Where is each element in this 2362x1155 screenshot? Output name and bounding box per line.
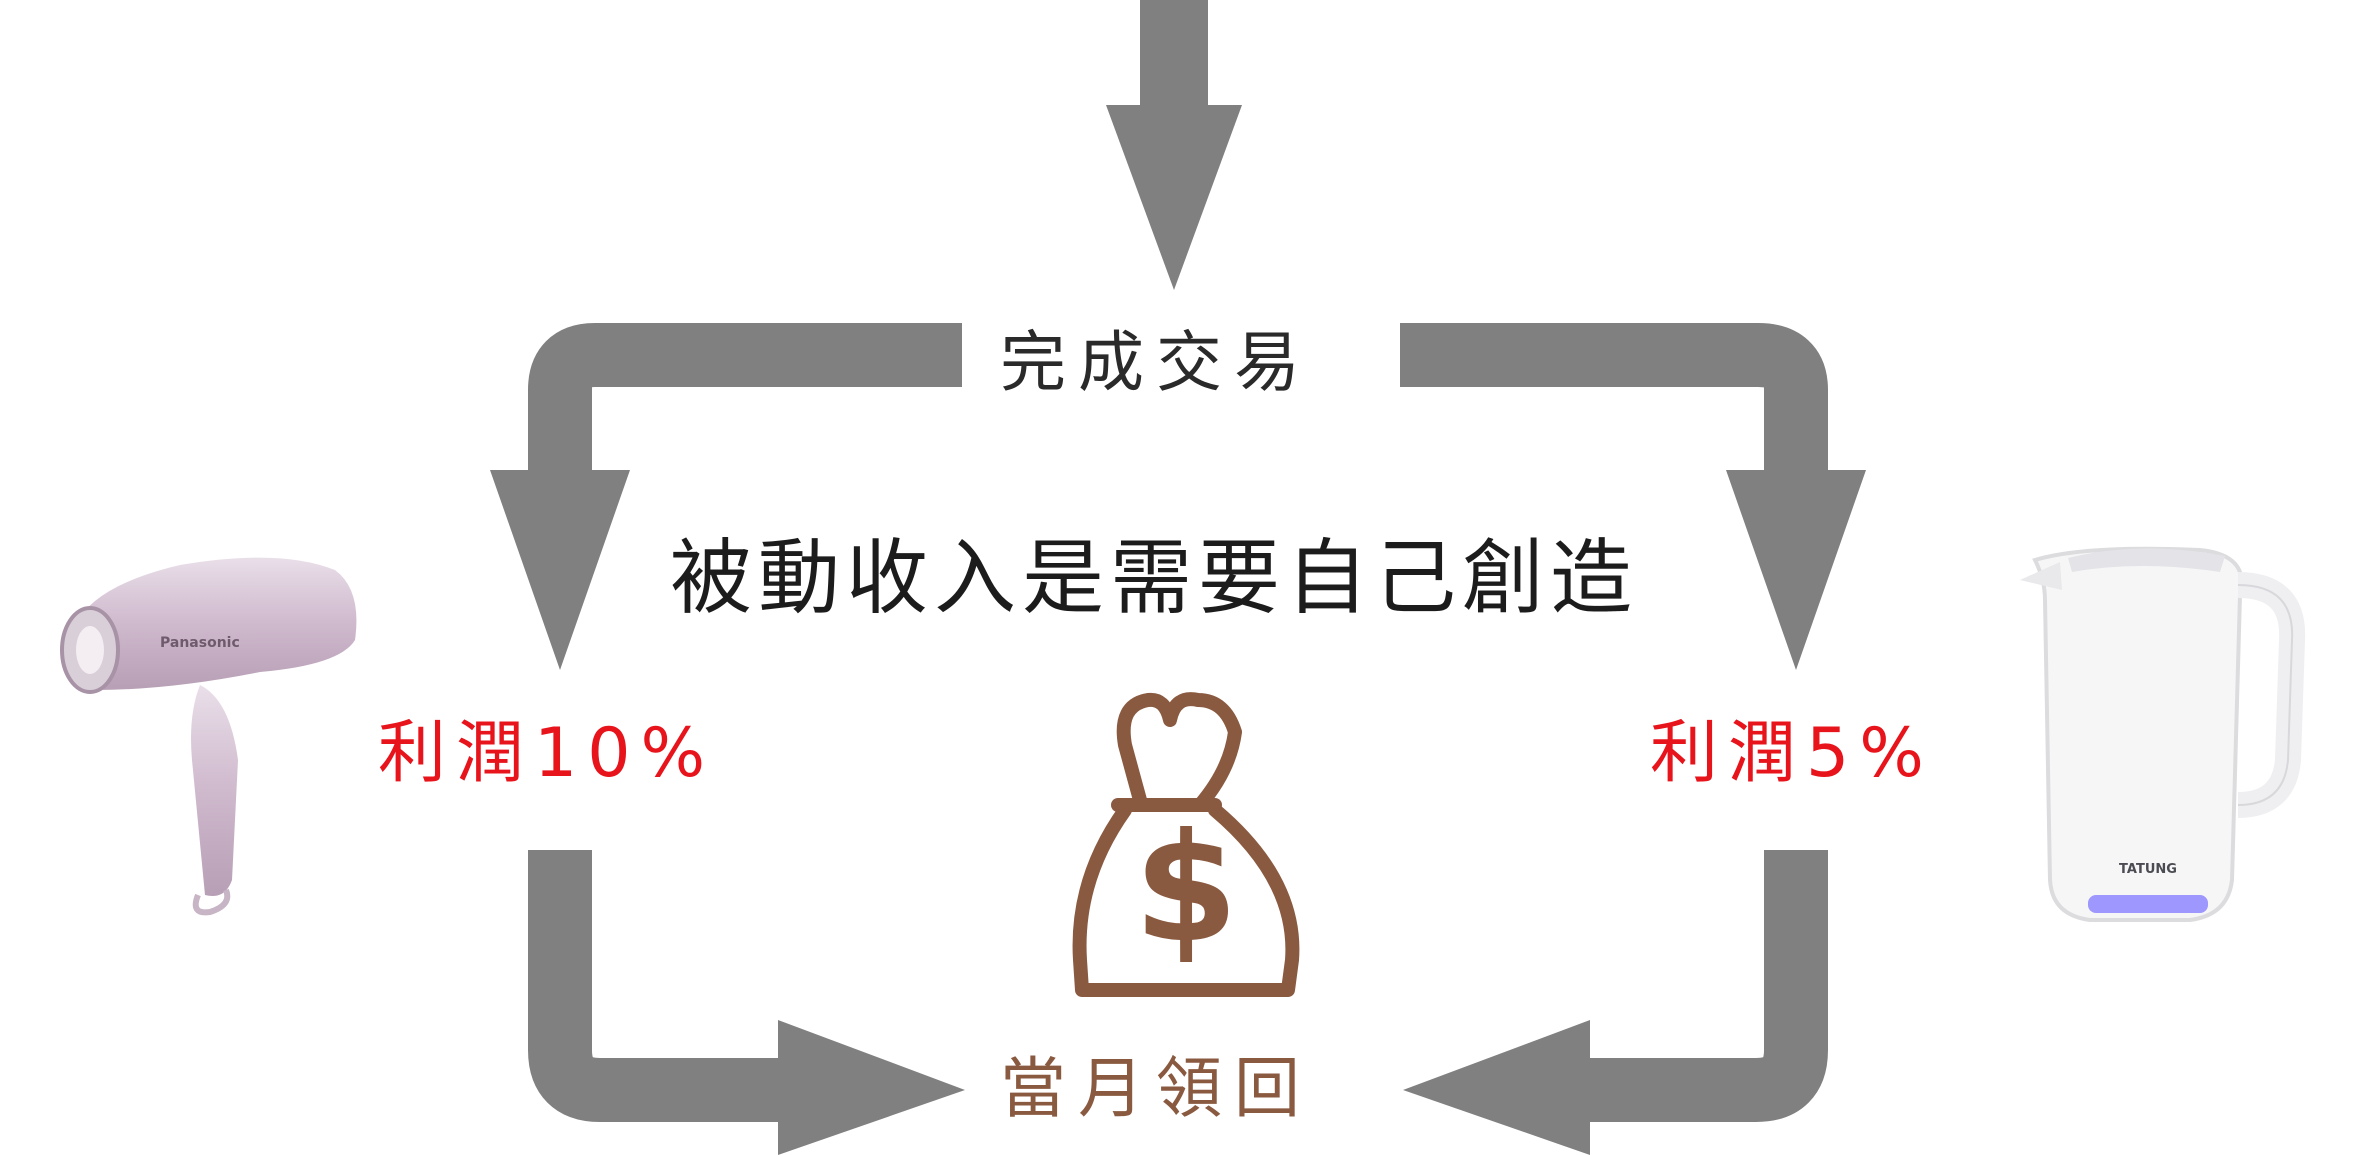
arrow-left-to-bottom (528, 850, 965, 1155)
right-profit-label: 利潤5% (1650, 714, 1934, 793)
money-bag-icon (1072, 692, 1300, 997)
center-label-complete-transaction: 完成交易 (1000, 324, 1312, 401)
money-symbol: $ (1134, 802, 1238, 976)
main-statement: 被動收入是需要自己創造 (670, 531, 1639, 626)
arrow-to-left-product (490, 323, 962, 670)
left-profit-label: 利潤10% (378, 714, 716, 793)
arrow-right-to-bottom (1403, 850, 1828, 1155)
electric-kettle-image: TATUNG (2020, 546, 2306, 922)
arrow-top-down (1106, 0, 1242, 290)
arrow-to-right-product (1400, 323, 1866, 670)
bottom-label-monthly-return: 當月領回 (1000, 1050, 1312, 1127)
hair-dryer-image: Panasonic (60, 557, 357, 916)
right-product-brand: TATUNG (2119, 862, 2177, 877)
left-product-brand: Panasonic (160, 635, 240, 651)
